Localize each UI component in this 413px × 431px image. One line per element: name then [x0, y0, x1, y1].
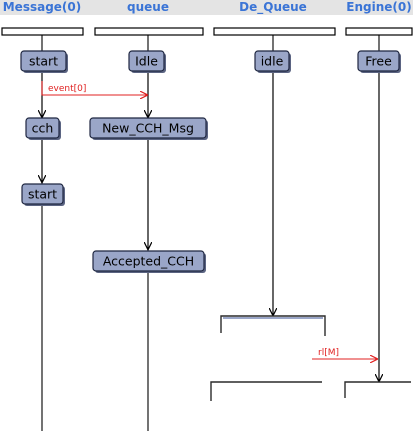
- dequeue-lower-box[interactable]: [210, 381, 322, 401]
- lane-title-dequeue: De_Queue: [239, 0, 307, 15]
- lane-head-bar-dequeue: [213, 27, 336, 36]
- state-label: Accepted_CCH: [103, 254, 194, 269]
- state-label: start: [29, 54, 58, 69]
- state-engine-free[interactable]: Free: [357, 50, 401, 73]
- lane-title-engine: Engine(0): [346, 0, 411, 14]
- lane-head-bar-message: [1, 27, 84, 36]
- state-dequeue-idle[interactable]: idle: [254, 50, 291, 73]
- state-label: start: [28, 187, 57, 202]
- lane-title-message: Message(0): [3, 0, 82, 14]
- state-label: Idle: [135, 54, 158, 69]
- lane-head-bar-engine: [345, 27, 413, 36]
- state-queue-accepted-cch[interactable]: Accepted_CCH: [92, 250, 206, 273]
- state-label: New_CCH_Msg: [102, 121, 194, 136]
- state-message-start[interactable]: start: [20, 50, 68, 73]
- state-message-start-2[interactable]: start: [21, 183, 65, 206]
- state-label: Free: [365, 54, 392, 69]
- state-queue-idle[interactable]: Idle: [128, 50, 166, 73]
- state-label: cch: [32, 121, 54, 136]
- lane-header-band: [0, 0, 413, 15]
- state-message-cch[interactable]: cch: [25, 117, 61, 140]
- event-arrow-message-to-queue: [41, 81, 147, 95]
- lane-title-queue: queue: [127, 0, 169, 14]
- event-label-message-to-queue: event[0]: [48, 84, 86, 94]
- event-label-dequeue-to-engine: rl[M]: [318, 348, 339, 358]
- lane-head-bar-queue: [94, 27, 204, 36]
- dequeue-empty-box[interactable]: [220, 315, 326, 336]
- state-label: idle: [261, 54, 284, 69]
- state-queue-new-cch-msg[interactable]: New_CCH_Msg: [89, 117, 208, 140]
- engine-lower-box[interactable]: [344, 381, 411, 398]
